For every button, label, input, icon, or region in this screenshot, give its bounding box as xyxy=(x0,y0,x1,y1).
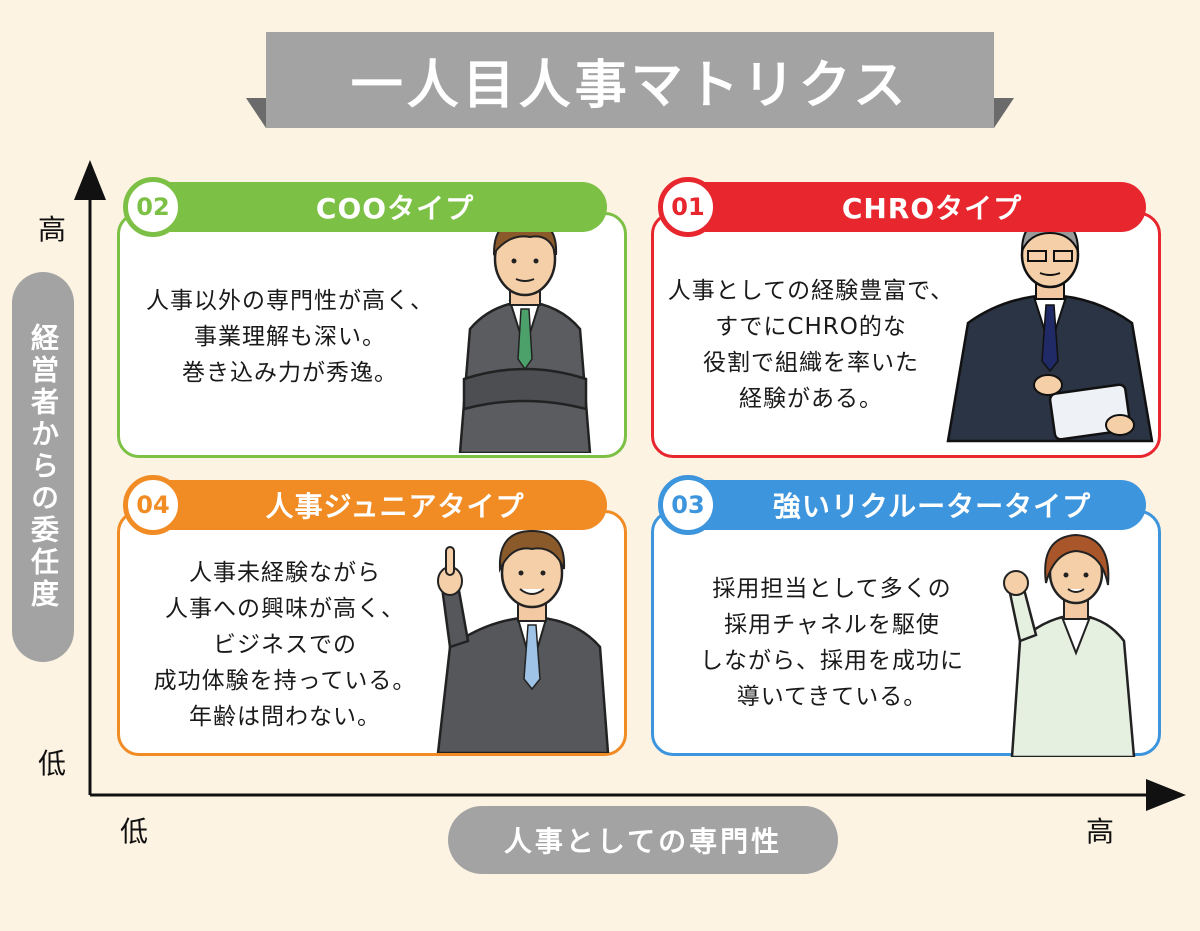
description-line: ビジネスでの xyxy=(213,632,357,658)
title-box: 一人目人事マトリクス xyxy=(266,32,994,128)
quadrant-recruiter-number: 03 xyxy=(658,475,718,535)
y-axis-low-label: 低 xyxy=(38,747,67,780)
x-axis-high-label: 高 xyxy=(1086,815,1115,848)
x-axis-low-label: 低 xyxy=(120,815,149,848)
quadrant-recruiter-card: 採用担当として多くの 採用チャネルを駆使 しながら、採用を成功に 導いてきている… xyxy=(651,510,1161,757)
young-man-pointing-icon xyxy=(436,529,610,753)
quadrant-coo-card: 人事以外の専門性が高く、 事業理解も深い。 巻き込み力が秀逸。 xyxy=(117,212,627,458)
y-axis-high-label: 高 xyxy=(38,213,67,246)
quadrant-junior-card: 人事未経験ながら 人事への興味が高く、 ビジネスでの 成功体験を持っている。 年… xyxy=(117,510,627,756)
description-line: 採用担当として多くの xyxy=(712,576,952,602)
description-line: 導いてきている。 xyxy=(736,684,928,710)
quadrant-junior-title: 人事ジュニアタイプ xyxy=(265,490,525,523)
description-line: 巻き込み力が秀逸。 xyxy=(182,360,398,386)
quadrant-coo-description: 人事以外の専門性が高く、 事業理解も深い。 巻き込み力が秀逸。 xyxy=(130,283,450,391)
quadrant-coo-title: COOタイプ xyxy=(315,192,475,225)
quadrant-junior-description: 人事未経験ながら 人事への興味が高く、 ビジネスでの 成功体験を持っている。 年… xyxy=(130,555,440,735)
description-line: 役割で組織を率いた xyxy=(703,350,919,376)
description-line: 人事への興味が高く、 xyxy=(165,596,405,622)
page-title: 一人目人事マトリクス xyxy=(350,55,910,116)
quadrant-chro-number: 01 xyxy=(658,177,718,237)
description-line: すでにCHRO的な xyxy=(715,314,907,340)
businesswoman-fist-icon xyxy=(1003,533,1136,757)
quadrant-coo-header: 02 COOタイプ xyxy=(123,177,607,237)
senior-executive-tablet-icon xyxy=(946,217,1154,443)
description-line: 採用チャネルを駆使 xyxy=(724,612,940,638)
banner-fold-left xyxy=(246,98,266,128)
banner-fold-right xyxy=(994,98,1014,128)
description-line: 人事以外の専門性が高く、 xyxy=(146,288,434,314)
description-line: 人事未経験ながら xyxy=(189,560,381,586)
quadrant-recruiter-title: 強いリクルータータイプ xyxy=(772,490,1092,523)
quadrant-chro-title: CHROタイプ xyxy=(841,192,1023,225)
businessman-arms-crossed-icon xyxy=(458,217,592,453)
quadrant-chro-description: 人事としての経験豊富で、 すでにCHRO的な 役割で組織を率いた 経験がある。 xyxy=(656,273,966,417)
description-line: 経験がある。 xyxy=(739,386,883,412)
quadrant-chro-header: 01 CHROタイプ xyxy=(658,177,1146,237)
description-line: しながら、採用を成功に xyxy=(700,648,964,674)
x-axis-title-text: 人事としての専門性 xyxy=(503,825,783,858)
quadrant-junior-number: 04 xyxy=(123,475,183,535)
description-line: 人事としての経験豊富で、 xyxy=(667,278,955,304)
y-axis-arrow-icon xyxy=(74,160,106,200)
quadrant-coo-number: 02 xyxy=(123,177,183,237)
y-axis-title: 経営者からの委任度 xyxy=(12,272,74,662)
quadrant-junior-header: 04 人事ジュニアタイプ xyxy=(123,475,607,535)
quadrant-chro-card: 人事としての経験豊富で、 すでにCHRO的な 役割で組織を率いた 経験がある。 xyxy=(651,212,1161,458)
quadrant-recruiter-description: 採用担当として多くの 採用チャネルを駆使 しながら、採用を成功に 導いてきている… xyxy=(672,571,992,715)
x-axis-arrow-icon xyxy=(1146,779,1186,811)
title-banner: 一人目人事マトリクス xyxy=(246,32,1014,130)
description-line: 事業理解も深い。 xyxy=(194,324,386,350)
x-axis-title: 人事としての専門性 xyxy=(448,806,838,874)
quadrant-recruiter-header: 03 強いリクルータータイプ xyxy=(658,475,1146,535)
description-line: 年齢は問わない。 xyxy=(189,704,381,730)
y-axis-title-text: 経営者からの委任度 xyxy=(27,323,60,611)
description-line: 成功体験を持っている。 xyxy=(153,668,417,694)
